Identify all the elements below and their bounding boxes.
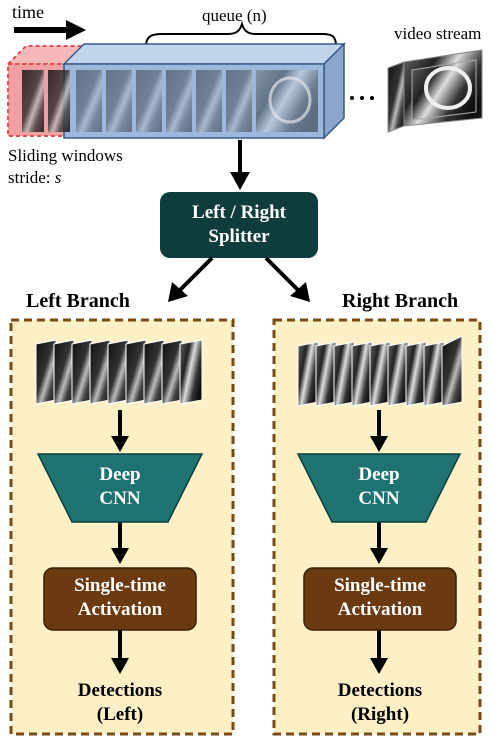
queue-frames bbox=[22, 70, 318, 132]
left-cnn-node bbox=[36, 453, 204, 523]
stride-variable: s bbox=[54, 168, 62, 187]
brace-icon bbox=[145, 20, 337, 47]
right-frames bbox=[297, 335, 463, 407]
right-cnn-text: Deep CNN bbox=[332, 463, 426, 511]
left-activation-node bbox=[43, 567, 197, 631]
left-frames bbox=[35, 339, 203, 405]
splitter-text: Left / Right Splitter bbox=[160, 201, 318, 249]
left-detections-label: Detections bbox=[77, 680, 163, 701]
left-cnn-text: Deep CNN bbox=[72, 463, 168, 511]
right-activation-text: Single-time Activation bbox=[304, 574, 456, 622]
sliding-windows-label: Sliding windows bbox=[8, 146, 123, 165]
left-cnn-line2: CNN bbox=[99, 488, 141, 509]
right-activation-node bbox=[303, 567, 457, 631]
time-arrow-icon bbox=[14, 20, 86, 40]
arrow-diagonal-icon bbox=[168, 256, 310, 302]
ellipsis-icon bbox=[350, 96, 374, 100]
time-label: time bbox=[12, 2, 44, 22]
right-activation-line2: Activation bbox=[337, 599, 423, 620]
video-stream-label: video stream bbox=[394, 24, 482, 43]
left-activation-line2: Activation bbox=[77, 599, 163, 620]
left-activation-text: Single-time Activation bbox=[44, 574, 196, 622]
right-cnn-node bbox=[296, 453, 462, 523]
splitter-line1: Left / Right bbox=[192, 202, 286, 223]
left-arrows bbox=[111, 410, 129, 674]
left-activation-line1: Single-time bbox=[74, 575, 166, 596]
left-branch-title: Left Branch bbox=[26, 290, 130, 312]
queue-label: queue (n) bbox=[202, 6, 267, 25]
left-cnn-line1: Deep bbox=[99, 464, 141, 485]
video-stream-frames bbox=[387, 49, 483, 133]
right-detections-tag: (Right) bbox=[350, 704, 410, 725]
arrow-down-icon bbox=[230, 140, 250, 190]
stride-prefix: stride: bbox=[8, 168, 55, 187]
right-cnn-line1: Deep bbox=[358, 464, 400, 485]
right-detections: Detections (Right) bbox=[304, 679, 456, 727]
left-detections-tag: (Left) bbox=[96, 704, 144, 725]
splitter-line2: Splitter bbox=[208, 226, 270, 247]
splitter-node bbox=[160, 192, 318, 258]
right-detections-label: Detections bbox=[337, 680, 423, 701]
right-branch-title: Right Branch bbox=[342, 290, 459, 312]
stride-label: stride: s bbox=[8, 168, 61, 188]
left-detections: Detections (Left) bbox=[44, 679, 196, 727]
right-cnn-line2: CNN bbox=[358, 488, 400, 509]
right-activation-line1: Single-time bbox=[334, 575, 426, 596]
right-arrows bbox=[370, 410, 388, 674]
